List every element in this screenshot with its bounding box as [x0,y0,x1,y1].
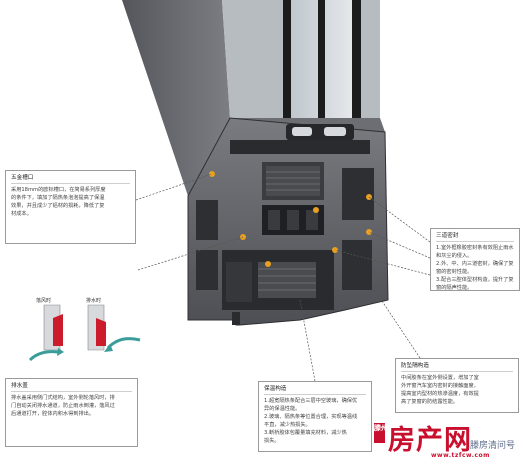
callout-line: 后通道打开，腔体内积水得到排出。 [11,411,95,417]
insulation-foam-upper [266,166,320,196]
callout-insulation: 保温构造 1.超宽隔热条配合三层中空玻璃，确保优 异的保温性能。 2.玻璃、隔热… [258,381,372,452]
callout-line: 1.室外框橡胶密封条有效阻止雨水 [436,245,514,251]
callout-hardware-slot: 五金槽口 采用18mm的欧标槽口，在简易系列厚度 的条件下，填加了隔热条泡泡提高… [5,170,136,244]
callout-line: 提高室内型材的热渗温度，有效提 [401,391,479,397]
watermark-url: www.tzfcw.com [431,452,490,459]
leader-top [135,173,213,201]
callout-line: 1.超宽隔热条配合三层中空玻璃，确保优 [264,398,358,404]
callout-title: 防坠隔构造 [401,362,513,372]
callout-line: 损失。 [264,438,280,444]
callout-line: 材成本。 [11,211,32,217]
spacer-slot-1 [292,127,312,136]
callout-title: 五金槽口 [11,174,130,184]
core-cell-2 [287,210,299,230]
profile-extrusion [122,0,385,196]
right-chamber-2 [342,240,372,290]
core-cell-1 [268,210,280,230]
bottom-foot [232,312,240,325]
callout-line: 2.外、中、内三道密封，确保了复 [436,261,514,267]
right-chamber-1 [342,168,374,220]
glass-divider-3 [352,0,361,125]
callout-line: 和灰尘的侵入。 [436,253,473,259]
callout-title: 排水盖 [11,382,132,392]
glass-divider-2 [318,0,325,125]
left-chamber-1 [196,200,218,240]
marker-center [313,207,319,213]
marker-right-1 [366,194,372,200]
sash-top [230,140,370,154]
label-wind: 落风时 [36,298,52,304]
callout-line: 排水盖采用侧门式结构，室外侧轮落风时，排 [11,395,115,401]
watermark-brand: 房产网 [388,425,472,456]
callout-line: 门自动关闭排水通道，防止雨水倒灌，落风过 [11,403,115,409]
marker-bottom-left [265,261,271,267]
marker-top-left [209,171,215,177]
callout-line: 效果，并且成少了铝材的损耗，降低了复 [11,203,105,209]
insulation-foam-lower [258,262,316,298]
glass-divider-1 [283,0,291,125]
callout-line: 高了复窗的防结露性能。 [401,399,459,405]
section-face [187,117,389,326]
callout-line: 窗的密封性能。 [436,269,473,275]
callout-line: 平直，减少热损失。 [264,422,311,428]
core-cell-3 [306,210,318,230]
leader-seal-3 [334,249,431,276]
callout-line: 采用18mm的欧标槽口，在简易系列厚度 [11,187,106,193]
leader-lines [135,173,431,382]
marker-right-2 [366,229,372,235]
callout-line: 异的保温性能。 [264,406,301,412]
callout-title: 保温构造 [264,385,366,395]
callout-line: 中间胶条在室外侧设置，增加了室 [401,375,479,381]
leader-seal-1 [368,196,431,243]
label-drain: 排水时 [86,298,102,304]
spacer-slot-2 [324,127,346,136]
callout-line: 3.断桥胶体包覆量填充材料，减少热 [264,430,347,436]
callout-line: 的条件下，填加了隔热条泡泡提高了保温 [11,195,105,201]
leader-drain [137,236,244,271]
callout-line: 窗的隔声性能。 [436,285,473,291]
callout-line: 3.配合三腔体型材构造，提升了复 [436,277,514,283]
callout-title: 三道密封 [436,232,514,242]
callout-line: 外开窗汽车室内密封的接触面度， [401,383,479,389]
leader-seal-2 [368,231,431,259]
drain-detail-closed [28,304,64,362]
leader-struct [371,285,421,359]
left-chamber-2 [196,250,218,290]
extrusion-left-face [122,0,230,196]
watermark-news: 滕房清问号 [470,441,516,451]
callout-drain-cover: 排水盖 排水盖采用侧门式结构，室外侧轮落风时，排 门自动关闭排水通道，防止雨水倒… [5,378,138,447]
callout-triple-seal: 三道密封 1.室外框橡胶密封条有效阻止雨水 和灰尘的侵入。 2.外、中、内三道密… [430,228,520,291]
lower-chamber-left [226,262,252,302]
callout-condensation: 防坠隔构造 中间胶条在室外侧设置，增加了室 外开窗汽车室内密封的接触面度， 提高… [395,358,519,413]
callout-line: 2.玻璃、隔热条等位置合理，实现等温线 [264,414,358,420]
drain-detail-open [87,304,141,352]
watermark-city: 滕州 [374,423,388,443]
